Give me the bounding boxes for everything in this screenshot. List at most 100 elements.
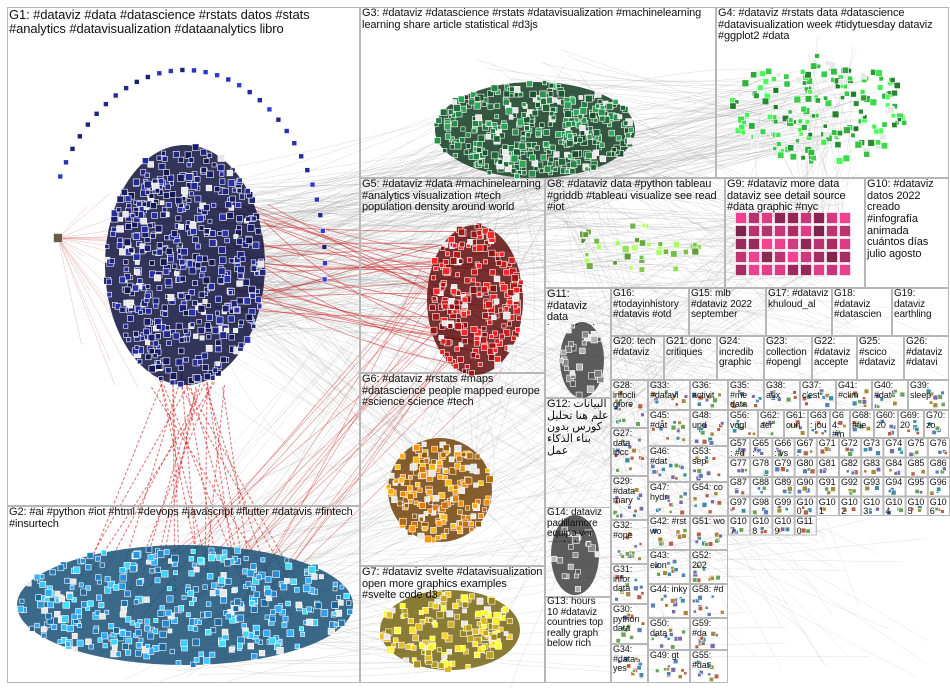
node xyxy=(749,252,760,263)
node xyxy=(76,608,82,614)
node xyxy=(491,152,498,159)
node xyxy=(201,149,207,155)
node xyxy=(821,432,824,435)
node xyxy=(680,510,685,515)
node xyxy=(121,600,127,606)
node xyxy=(831,487,836,492)
node xyxy=(502,149,508,155)
node xyxy=(204,229,209,234)
node xyxy=(719,534,723,538)
node xyxy=(101,550,106,555)
node xyxy=(487,170,491,174)
node xyxy=(504,91,510,97)
node xyxy=(572,151,579,158)
node xyxy=(197,359,202,364)
node xyxy=(431,276,435,280)
node xyxy=(251,260,256,265)
node xyxy=(261,558,265,562)
node xyxy=(322,277,327,282)
node xyxy=(625,583,629,587)
node xyxy=(550,145,556,151)
node xyxy=(192,237,198,243)
node xyxy=(394,627,401,634)
node xyxy=(105,610,109,614)
node xyxy=(663,571,668,576)
node xyxy=(840,265,851,276)
node xyxy=(765,422,768,425)
node xyxy=(145,619,150,624)
node xyxy=(399,478,404,483)
node xyxy=(738,92,743,97)
node xyxy=(198,557,204,563)
node xyxy=(801,213,812,224)
node xyxy=(392,497,398,503)
node xyxy=(844,509,847,512)
node xyxy=(235,547,241,553)
node xyxy=(384,634,390,640)
node xyxy=(760,129,766,135)
node xyxy=(178,348,184,354)
node xyxy=(507,322,511,326)
node xyxy=(822,507,826,511)
node xyxy=(253,242,260,249)
node xyxy=(800,69,805,74)
node xyxy=(663,594,667,598)
node xyxy=(682,630,686,634)
node xyxy=(163,268,169,274)
node xyxy=(50,569,55,574)
node xyxy=(821,71,827,77)
node xyxy=(120,631,126,637)
node xyxy=(600,156,605,161)
node xyxy=(615,575,620,580)
node xyxy=(203,299,208,304)
node xyxy=(303,585,310,592)
node xyxy=(153,341,158,346)
node xyxy=(233,606,239,612)
node xyxy=(198,305,205,312)
node xyxy=(186,221,190,225)
node xyxy=(872,125,877,130)
node xyxy=(836,158,843,165)
node xyxy=(436,118,442,124)
node xyxy=(801,528,806,533)
node xyxy=(81,602,87,608)
node xyxy=(453,153,458,158)
node xyxy=(617,550,620,553)
node xyxy=(176,216,181,221)
node xyxy=(491,641,495,645)
node xyxy=(598,109,605,116)
node xyxy=(635,238,640,243)
node xyxy=(413,635,419,641)
node xyxy=(156,324,161,329)
node xyxy=(407,486,412,491)
node xyxy=(125,224,131,230)
node xyxy=(399,518,406,525)
node xyxy=(512,129,518,135)
node xyxy=(762,422,765,425)
node xyxy=(673,266,679,272)
node xyxy=(395,464,400,469)
node xyxy=(193,334,198,339)
node xyxy=(162,156,167,161)
node xyxy=(889,469,892,472)
node xyxy=(189,158,194,163)
node xyxy=(902,120,907,125)
node xyxy=(444,469,448,473)
node xyxy=(251,606,257,612)
node xyxy=(467,453,473,459)
node xyxy=(99,602,105,608)
node xyxy=(168,175,174,181)
node xyxy=(519,280,524,285)
node xyxy=(504,307,509,312)
node xyxy=(237,643,242,648)
node xyxy=(552,556,557,561)
node xyxy=(713,398,718,403)
node xyxy=(144,245,150,251)
node xyxy=(801,265,812,276)
node xyxy=(517,119,524,126)
node xyxy=(821,139,827,145)
node xyxy=(481,337,487,343)
node xyxy=(651,603,656,608)
node xyxy=(853,101,859,107)
node xyxy=(306,578,312,584)
